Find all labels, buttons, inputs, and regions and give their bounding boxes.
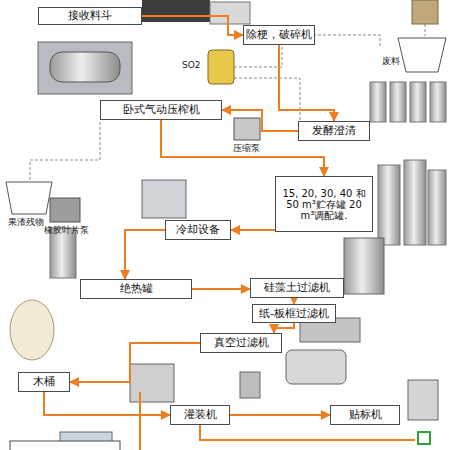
box-text: 硅藻土过滤机 (264, 282, 330, 294)
flow-arrow (222, 110, 298, 131)
part-label: 压缩泵 (233, 143, 260, 153)
flow-arrow (70, 343, 200, 382)
tank-picture (404, 160, 426, 245)
part-label: 果渣残物 (8, 217, 44, 227)
box-text: 接收料斗 (68, 10, 112, 22)
box-text: 真空过滤机 (214, 337, 269, 349)
process-box: 除梗，破碎机 (243, 25, 315, 45)
box-text: 绝热罐 (120, 283, 153, 295)
vacuum-filter-picture (286, 350, 346, 384)
box-text: 发酵澄清 (312, 125, 356, 137)
box-text: 木桶 (33, 376, 55, 388)
process-box: 灌装机 (170, 405, 230, 425)
box-text: 15, 20, 30, 40 和 50 m³贮存罐 20 m³调配罐. (278, 188, 370, 221)
flow-arrow (231, 229, 275, 231)
process-box: 冷却设备 (165, 220, 231, 240)
pomace-bin (6, 182, 52, 214)
part-label: 橡胶叶片泵 (44, 225, 89, 235)
flow-arrow (274, 323, 294, 333)
auger-picture (412, 0, 438, 24)
process-box: 硅藻土过滤机 (250, 278, 344, 298)
process-box: 卧式气动压榨机 (100, 100, 222, 120)
waste-bin (398, 38, 446, 72)
tank-picture (428, 170, 446, 245)
tank-picture (390, 82, 406, 122)
filler-picture (130, 364, 174, 402)
dashed-auger-line (425, 24, 426, 36)
pump-picture (234, 118, 260, 140)
flow-line (139, 392, 141, 450)
dashed-waste-line (313, 35, 380, 48)
end-square (418, 432, 430, 444)
box-text: 贴标机 (349, 409, 382, 421)
flow-arrow (125, 230, 165, 279)
tank-picture (430, 82, 446, 122)
process-box: 15, 20, 30, 40 和 50 m³贮存罐 20 m³调配罐. (275, 176, 373, 232)
process-box: 贴标机 (330, 405, 400, 425)
labeler-picture (408, 380, 438, 420)
part-label: SO2 (182, 60, 201, 70)
process-box: 接收料斗 (38, 7, 142, 25)
flow-arrow (279, 45, 334, 121)
process-box: 纸-板框过滤机 (252, 304, 336, 323)
dashed-pomace-line (30, 120, 100, 180)
so2-barrel (208, 50, 234, 84)
part-label: 废料 (382, 56, 400, 66)
box-text: 除梗，破碎机 (246, 29, 312, 41)
press-drum (50, 52, 120, 82)
process-box: 发酵澄清 (298, 121, 370, 141)
tank-picture (370, 82, 386, 122)
flow-line (200, 425, 415, 440)
process-box: 真空过滤机 (200, 333, 282, 353)
filler-picture (240, 372, 260, 398)
crusher-picture (210, 2, 250, 24)
box-text: 灌装机 (184, 409, 217, 421)
press-picture (38, 42, 132, 94)
diatomite-filter-picture (344, 238, 384, 294)
dashed-so2-line (234, 78, 300, 120)
box-text: 纸-板框过滤机 (259, 308, 329, 320)
flow-arrow (44, 392, 170, 415)
tank-picture (410, 82, 426, 122)
process-box: 绝热罐 (80, 279, 192, 299)
cooler-picture (142, 180, 186, 218)
flow-arrow (192, 288, 250, 290)
insulated-tank-picture (50, 228, 76, 278)
flow-arrow (230, 414, 330, 416)
vane-pump-picture (50, 198, 80, 222)
process-box (10, 441, 120, 450)
box-text: 冷却设备 (176, 224, 220, 236)
tank-picture (378, 165, 400, 245)
flow-arrow (142, 16, 243, 35)
box-text: 卧式气动压榨机 (123, 104, 200, 116)
dashed-so2-line (234, 46, 282, 67)
process-box: 木桶 (18, 372, 70, 392)
hopper-picture (142, 0, 210, 22)
barrel-picture (10, 300, 54, 360)
